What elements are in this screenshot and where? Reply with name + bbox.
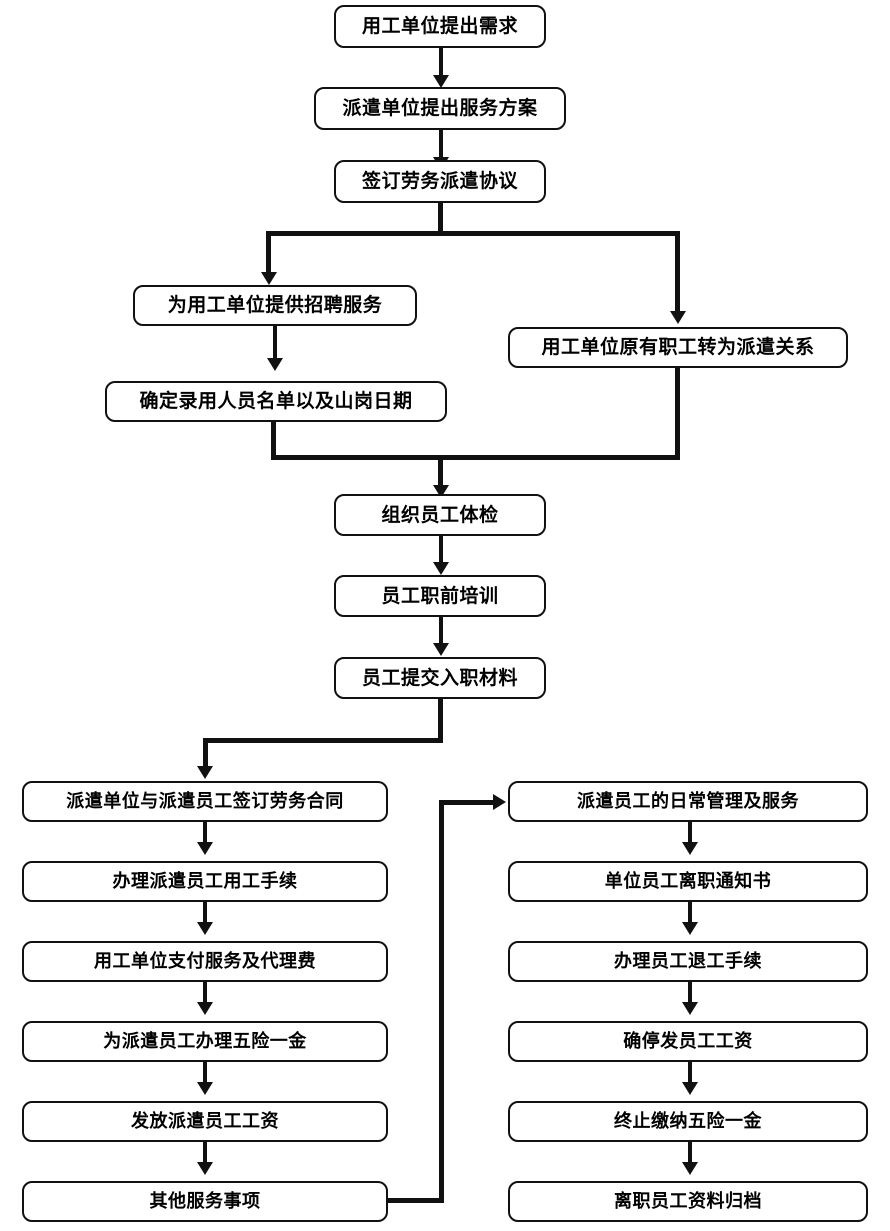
connector-l1-l2	[203, 822, 207, 846]
arrowhead-n7-n8	[433, 562, 449, 575]
connector-l3-l4	[203, 982, 207, 1006]
node-label: 组织员工体检	[381, 503, 499, 526]
connector-l6-out	[386, 1198, 444, 1203]
arrowhead-split-left	[261, 272, 277, 285]
arrowhead-l3-l4	[197, 1002, 213, 1015]
arrowhead-l2-l3	[197, 922, 213, 935]
connector-split-left-drop	[266, 231, 271, 277]
connector-r2-r3	[688, 902, 692, 926]
connector-split-bar-top	[266, 231, 680, 236]
node-label: 派遣员工的日常管理及服务	[577, 790, 799, 812]
connector-n2-n3	[439, 130, 443, 165]
node-label: 确定录用人员名单以及山岗日期	[139, 390, 413, 412]
node-label: 员工提交入职材料	[361, 666, 518, 689]
arrowhead-r4-r5	[682, 1082, 698, 1095]
connector-n3-stem	[438, 203, 443, 234]
node-existing-staff-transfer[interactable]: 用工单位原有职工转为派遣关系	[508, 327, 848, 368]
arrowhead-n9-l1	[197, 766, 213, 779]
node-social-insurance-setup[interactable]: 为派遣员工办理五险一金	[22, 1021, 388, 1062]
connector-split-right-drop	[675, 231, 680, 316]
node-pay-service-fee[interactable]: 用工单位支付服务及代理费	[22, 941, 388, 982]
connector-feedback-riser	[439, 800, 444, 1201]
node-daily-management[interactable]: 派遣员工的日常管理及服务	[508, 781, 868, 822]
connector-merge-stem	[438, 455, 443, 491]
node-label: 为派遣员工办理五险一金	[103, 1030, 307, 1052]
node-label: 确停发员工工资	[623, 1030, 753, 1052]
node-label: 办理派遣员工用工手续	[112, 870, 298, 892]
node-label: 用工单位提出需求	[361, 15, 518, 37]
node-label: 其他服务事项	[149, 1190, 261, 1212]
arrowhead-n1-n2	[433, 75, 449, 88]
node-label: 离职员工资料归档	[614, 1190, 762, 1212]
arrowhead-l5-l6	[197, 1162, 213, 1175]
arrowhead-r2-r3	[682, 922, 698, 935]
node-label: 单位员工离职通知书	[604, 870, 772, 892]
node-sign-dispatch-agreement[interactable]: 签订劳务派遣协议	[334, 160, 546, 203]
arrowhead-r3-r4	[682, 1002, 698, 1015]
node-confirm-hire-list[interactable]: 确定录用人员名单以及山岗日期	[105, 381, 447, 422]
arrowhead-l1-l2	[197, 842, 213, 855]
connector-feedback-into-r1	[439, 800, 497, 805]
node-label: 员工职前培训	[381, 584, 499, 607]
connector-merge-bar	[271, 455, 680, 460]
node-resignation-notice[interactable]: 单位员工离职通知书	[508, 861, 868, 902]
node-termination-formalities[interactable]: 办理员工退工手续	[508, 941, 868, 982]
node-stop-salary[interactable]: 确停发员工工资	[508, 1021, 868, 1062]
connector-l5-l6	[203, 1142, 207, 1166]
connector-n7-n8	[439, 536, 443, 566]
arrowhead-n8-n9	[433, 643, 449, 656]
node-sign-labor-contract[interactable]: 派遣单位与派遣员工签订劳务合同	[22, 781, 388, 822]
connector-n1-n2	[439, 48, 443, 83]
node-submit-onboarding-docs[interactable]: 员工提交入职材料	[334, 657, 546, 699]
arrowhead-r1-r2	[682, 842, 698, 855]
connector-n4-n5	[273, 326, 277, 364]
connector-n9-elbow	[203, 738, 443, 743]
arrowhead-n4-n5	[267, 358, 283, 371]
node-other-services[interactable]: 其他服务事项	[22, 1181, 388, 1222]
node-demand-request[interactable]: 用工单位提出需求	[334, 5, 546, 48]
node-label: 终止缴纳五险一金	[614, 1110, 762, 1132]
connector-r1-r2	[688, 822, 692, 846]
arrowhead-split-right	[670, 311, 686, 324]
node-pre-job-training[interactable]: 员工职前培训	[334, 575, 546, 617]
node-label: 办理员工退工手续	[614, 950, 762, 972]
connector-l2-l3	[203, 902, 207, 926]
node-archive-records[interactable]: 离职员工资料归档	[508, 1181, 868, 1222]
node-pay-salary[interactable]: 发放派遣员工工资	[22, 1101, 388, 1142]
connector-r4-r5	[688, 1062, 692, 1086]
node-label: 派遣单位与派遣员工签订劳务合同	[66, 790, 344, 812]
connector-n9-down	[438, 699, 443, 743]
node-employment-formalities[interactable]: 办理派遣员工用工手续	[22, 861, 388, 902]
connector-n8-n9	[439, 617, 443, 647]
node-label: 为用工单位提供招聘服务	[167, 294, 383, 316]
node-service-proposal[interactable]: 派遣单位提出服务方案	[314, 87, 566, 130]
node-label: 签订劳务派遣协议	[361, 170, 518, 192]
node-stop-social-insurance[interactable]: 终止缴纳五险一金	[508, 1101, 868, 1142]
arrowhead-r5-r6	[682, 1162, 698, 1175]
node-label: 用工单位支付服务及代理费	[94, 950, 316, 972]
node-label: 发放派遣员工工资	[131, 1110, 279, 1132]
connector-r3-r4	[688, 982, 692, 1006]
connector-n6-down	[675, 368, 680, 459]
connector-n5-down	[271, 422, 276, 459]
arrowhead-feedback-r1	[493, 794, 506, 810]
arrowhead-l4-l5	[197, 1082, 213, 1095]
connector-r5-r6	[688, 1142, 692, 1166]
connector-l4-l5	[203, 1062, 207, 1086]
node-recruitment-service[interactable]: 为用工单位提供招聘服务	[133, 285, 417, 326]
node-label: 派遣单位提出服务方案	[342, 97, 538, 119]
node-medical-exam[interactable]: 组织员工体检	[334, 494, 546, 536]
node-label: 用工单位原有职工转为派遣关系	[541, 336, 815, 358]
connector-elbow-to-l1	[203, 738, 208, 771]
